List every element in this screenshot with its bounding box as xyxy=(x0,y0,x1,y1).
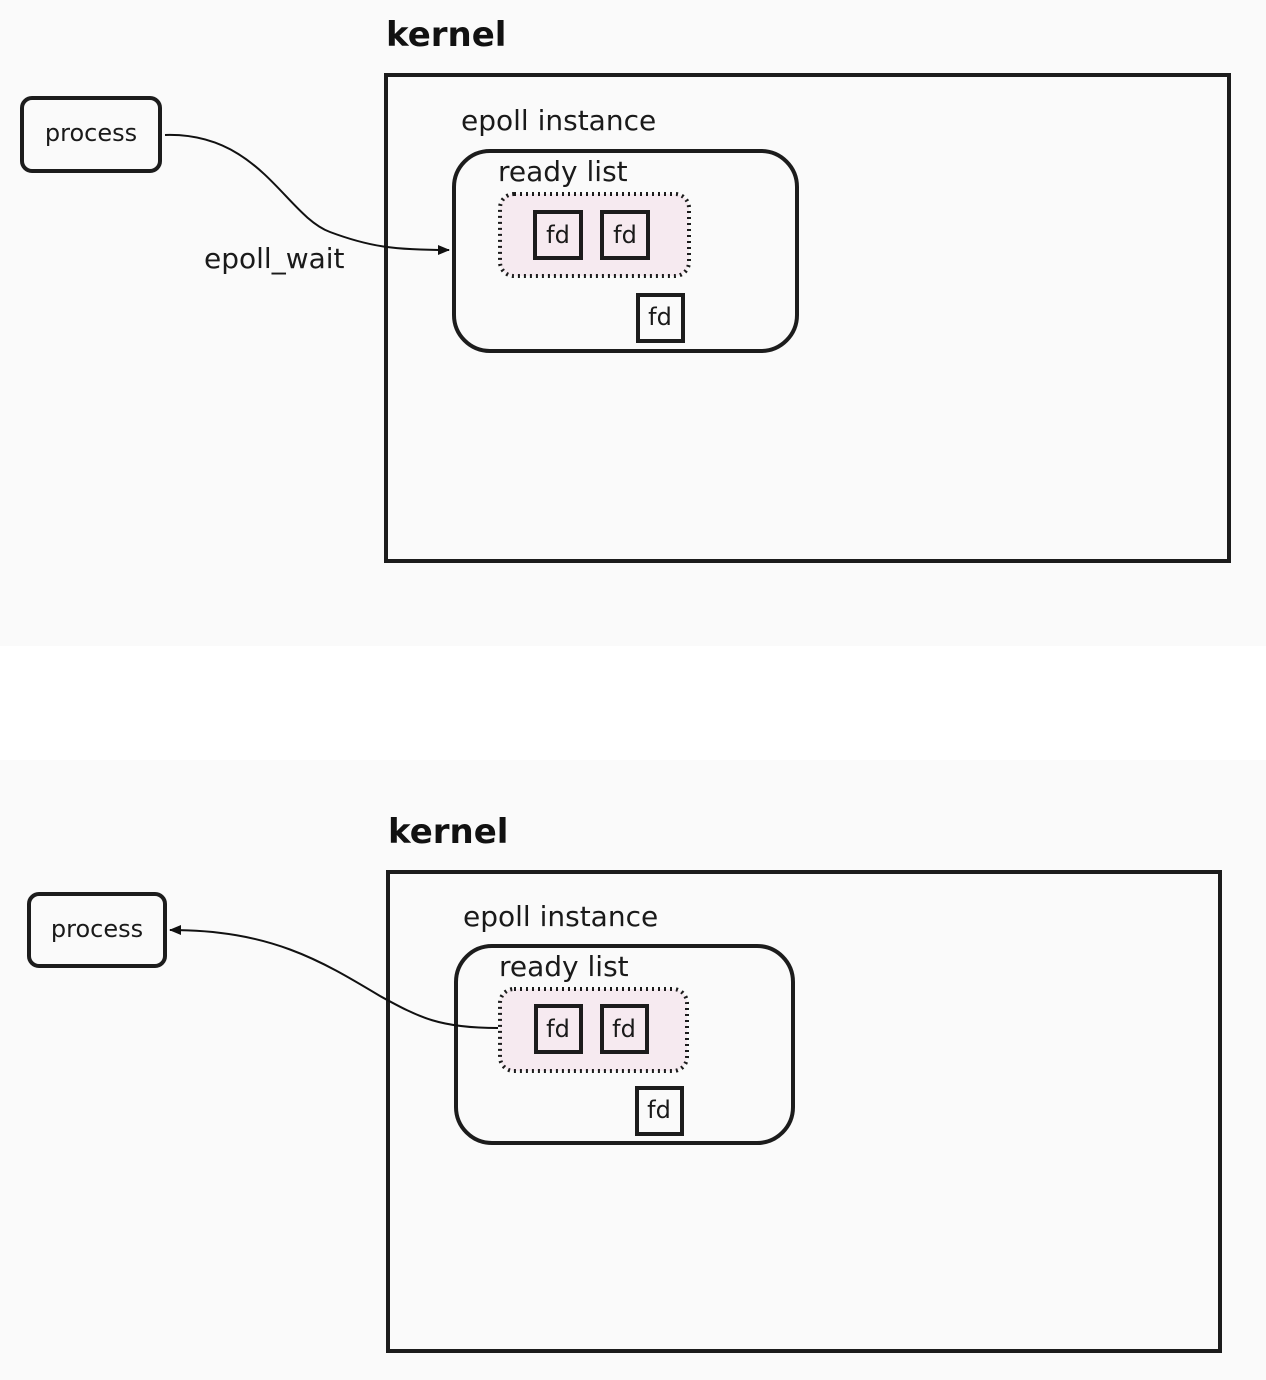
diagram-bottom-canvas: process kernel epoll instance ready list… xyxy=(27,812,1222,1353)
fd-label: fd xyxy=(546,221,570,249)
non-ready-fd: fd xyxy=(635,1086,684,1136)
ready-list-box xyxy=(498,192,691,278)
fd-label: fd xyxy=(546,1015,570,1043)
non-ready-fd: fd xyxy=(636,293,685,343)
ready-list-box xyxy=(498,987,689,1073)
ready-fd-1: fd xyxy=(534,1004,583,1054)
process-node: process xyxy=(27,892,167,968)
kernel-box xyxy=(384,73,1231,563)
ready-fd-1: fd xyxy=(533,210,583,260)
kernel-label: kernel xyxy=(388,812,508,852)
kernel-label: kernel xyxy=(386,15,506,55)
ready-list-return-arrow xyxy=(169,925,499,1029)
ready-list-label: ready list xyxy=(499,950,629,983)
process-label: process xyxy=(51,915,143,943)
kernel-box xyxy=(386,870,1222,1353)
fd-label: fd xyxy=(647,1096,671,1124)
fd-label: fd xyxy=(612,1015,636,1043)
fd-label: fd xyxy=(613,221,637,249)
ready-fd-2: fd xyxy=(600,210,650,260)
epoll-instance-label: epoll instance xyxy=(463,900,658,933)
process-label: process xyxy=(45,119,137,147)
epoll-wait-label: epoll_wait xyxy=(204,242,345,275)
ready-list-label: ready list xyxy=(498,155,628,188)
process-node: process xyxy=(20,96,162,173)
fd-label: fd xyxy=(648,303,672,331)
epoll-instance-label: epoll instance xyxy=(461,104,656,137)
ready-fd-2: fd xyxy=(600,1004,649,1054)
epoll-instance-box xyxy=(454,944,795,1145)
diagram-top-canvas: process kernel epoll instance ready list… xyxy=(20,15,1231,563)
epoll-instance-box xyxy=(452,149,799,353)
diagram-epoll-wait-return: process kernel epoll instance ready list… xyxy=(0,760,1266,1380)
epoll-wait-arrow xyxy=(164,133,450,255)
diagram-epoll-wait-call: process kernel epoll instance ready list… xyxy=(0,0,1266,646)
